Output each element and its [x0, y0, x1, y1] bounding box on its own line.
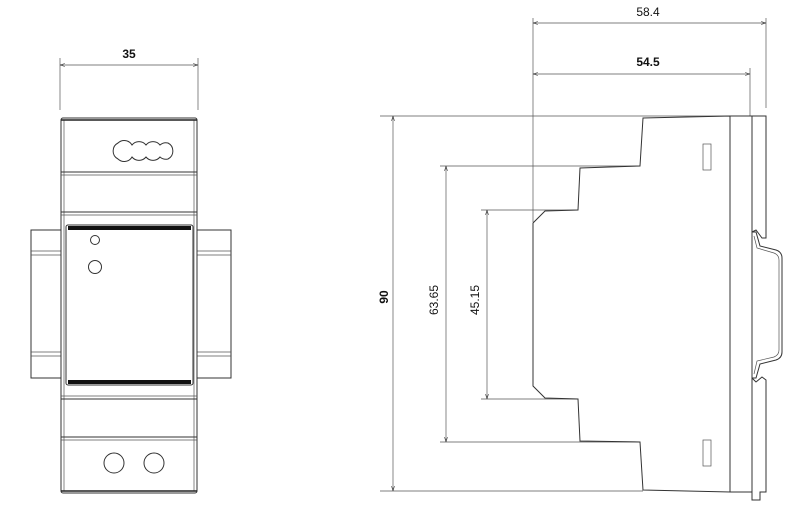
dimension-label-63-65: 63.65	[427, 285, 441, 315]
din-clip	[752, 231, 783, 379]
dimension-width-35: 35	[59, 47, 199, 110]
dimension-height-45-15: 45.15	[468, 210, 487, 399]
dimension-height-90: 90	[377, 116, 393, 491]
side-view: 58.4 54.5 90 63.65 45.15	[377, 5, 783, 501]
vent-slot	[702, 439, 712, 467]
adjust-potentiometer-icon	[88, 260, 102, 274]
dimension-label-54-5: 54.5	[636, 55, 660, 69]
dimension-height-63-65: 63.65	[427, 166, 446, 442]
terminal-screw-icon	[103, 452, 125, 474]
dimension-label-90: 90	[377, 290, 391, 304]
housing-side	[532, 115, 767, 501]
dimension-label-35: 35	[122, 47, 136, 61]
front-panel	[65, 224, 194, 386]
front-view: 35	[30, 47, 232, 494]
vent-slot	[702, 143, 712, 171]
led-indicator-icon	[90, 235, 100, 245]
dimension-depth-58-4: 58.4	[533, 5, 766, 23]
top-terminal-icon	[112, 140, 174, 162]
housing-front	[60, 117, 198, 494]
terminal-screw-icon	[143, 452, 165, 474]
dimension-label-45-15: 45.15	[468, 285, 482, 315]
dimension-depth-54-5: 54.5	[533, 55, 750, 74]
dimension-label-58-4: 58.4	[636, 5, 660, 19]
